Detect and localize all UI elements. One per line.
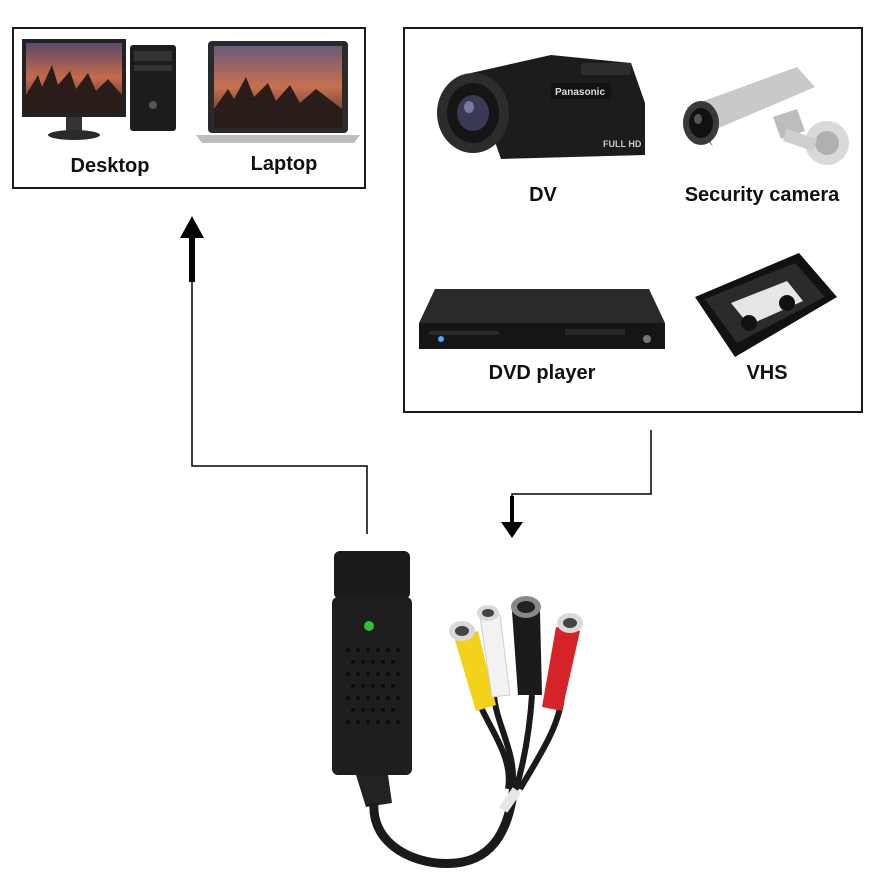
down-arrow-shaft [510, 496, 514, 524]
down-arrow-head [501, 522, 523, 538]
security-camera-label: Security camera [684, 184, 840, 206]
upload-connector-line [191, 238, 368, 534]
desktop-computer-icon [22, 39, 176, 140]
vhs-label: VHS [746, 362, 788, 384]
laptop-label: Laptop [250, 153, 318, 175]
status-led [364, 621, 374, 631]
dvd-player-icon [419, 289, 665, 349]
up-arrow-shaft [189, 234, 195, 282]
svideo-plug [511, 596, 542, 695]
security-camera-icon [683, 67, 849, 165]
dvd-player-label: DVD player [488, 362, 596, 384]
vhs-tape-icon [695, 253, 837, 357]
rca-red-plug [542, 613, 583, 711]
laptop-icon [196, 41, 360, 143]
camcorder-brand: Panasonic [555, 87, 605, 98]
computers-panel: Desktop Laptop [12, 27, 366, 189]
usb-capture-device-icon [332, 551, 583, 868]
up-arrow-head [180, 216, 204, 238]
rca-white-plug [477, 605, 511, 698]
video-sources-panel: Panasonic FULL HD DV Security camera DVD… [403, 27, 863, 413]
camcorder-badge: FULL HD [603, 139, 642, 149]
input-connector-line [511, 430, 652, 522]
dv-label: DV [529, 184, 557, 206]
camcorder-icon: Panasonic FULL HD [437, 55, 645, 159]
desktop-label: Desktop [70, 155, 150, 177]
rca-yellow-plug [449, 621, 496, 711]
